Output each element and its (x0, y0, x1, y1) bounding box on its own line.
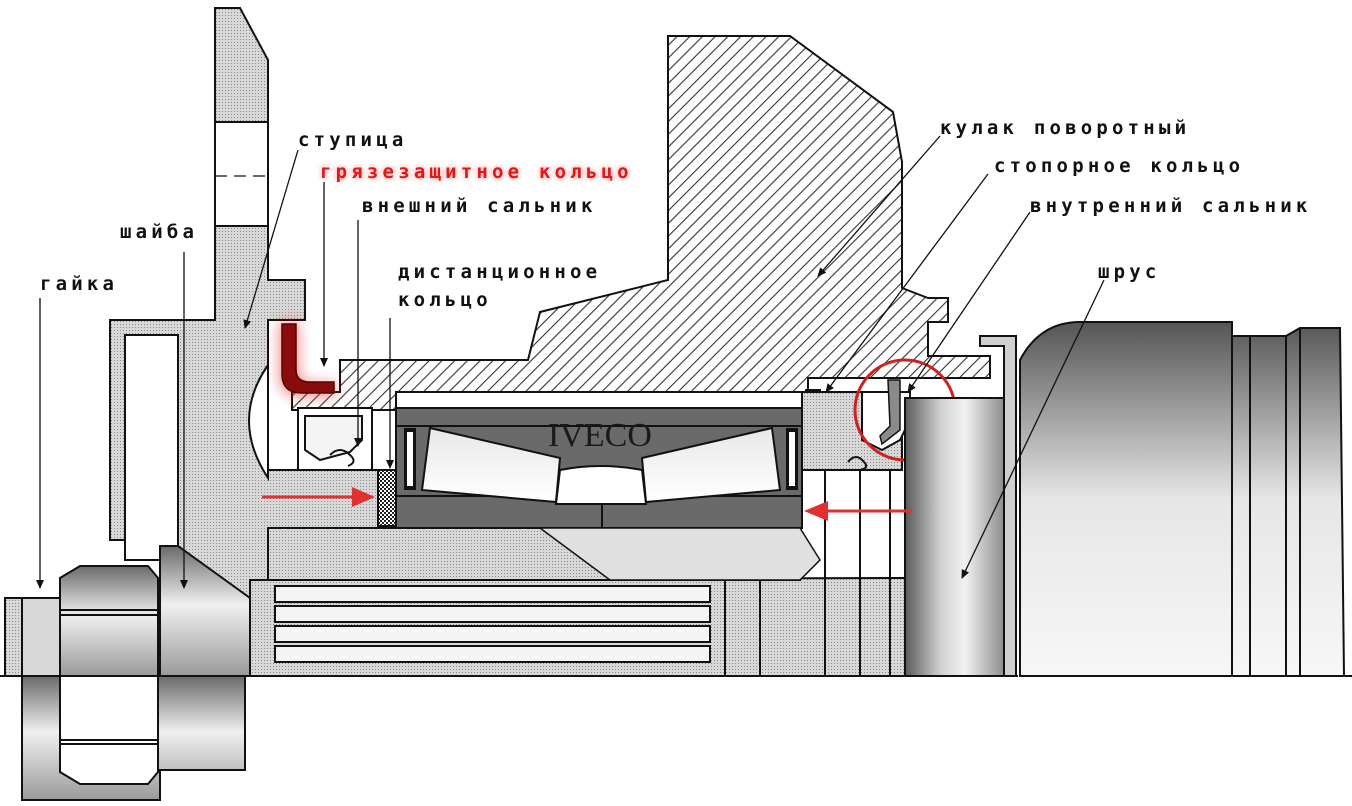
bearing-cage-left-inner (407, 432, 413, 486)
cv-boot (1019, 321, 1346, 677)
hub-cavity (124, 334, 179, 561)
leader-kulak (817, 135, 941, 277)
outer-seal-lip (304, 415, 363, 462)
outer-seal-spring (329, 449, 355, 467)
leader-vnutrenniy-salnik (907, 211, 1031, 393)
steering-knuckle (291, 35, 991, 411)
inner-seal-spring (847, 456, 868, 471)
label-shrus: шрус (1098, 261, 1161, 283)
label-distantsionnoe-2: кольцо (398, 289, 492, 311)
label-gayka: гайка (40, 273, 118, 295)
brand-label: IVECO (548, 417, 652, 454)
label-stupitsa: ступица (298, 129, 407, 151)
leader-stupitsa (243, 149, 299, 329)
spline-group (274, 585, 711, 663)
nut-lower (21, 675, 246, 801)
inner-seal-lip (879, 379, 901, 446)
nut-face (21, 597, 61, 677)
bearing-center-spacer (554, 465, 648, 505)
bearing-cage-right-inner (789, 432, 795, 486)
hub-flange-slot (214, 121, 269, 227)
washer (159, 545, 251, 677)
leader-shrus (961, 279, 1105, 579)
label-distantsionnoe-1: дистанционное (398, 261, 601, 283)
label-stopornoe: стопорное кольцо (994, 155, 1244, 177)
label-shayba: шайба (120, 221, 198, 243)
cv-joint-shield (979, 335, 1017, 677)
press-arrow-left (262, 487, 375, 507)
cv-joint-body (904, 397, 1006, 677)
label-vnutrenniy-salnik: внутренний сальник (1030, 195, 1312, 217)
press-arrow-right (804, 501, 912, 521)
label-vneshniy-salnik: внешний сальник (362, 195, 597, 217)
hub-dome (248, 361, 269, 482)
leader-stopornoe (825, 173, 989, 393)
label-kulak: кулак поворотный (940, 117, 1190, 139)
dust-ring (281, 323, 335, 394)
inner-ring-chamfer (537, 527, 821, 581)
label-gryazezashchitnoe: грязезащитное кольцо (320, 161, 633, 183)
nut-body (59, 565, 159, 677)
